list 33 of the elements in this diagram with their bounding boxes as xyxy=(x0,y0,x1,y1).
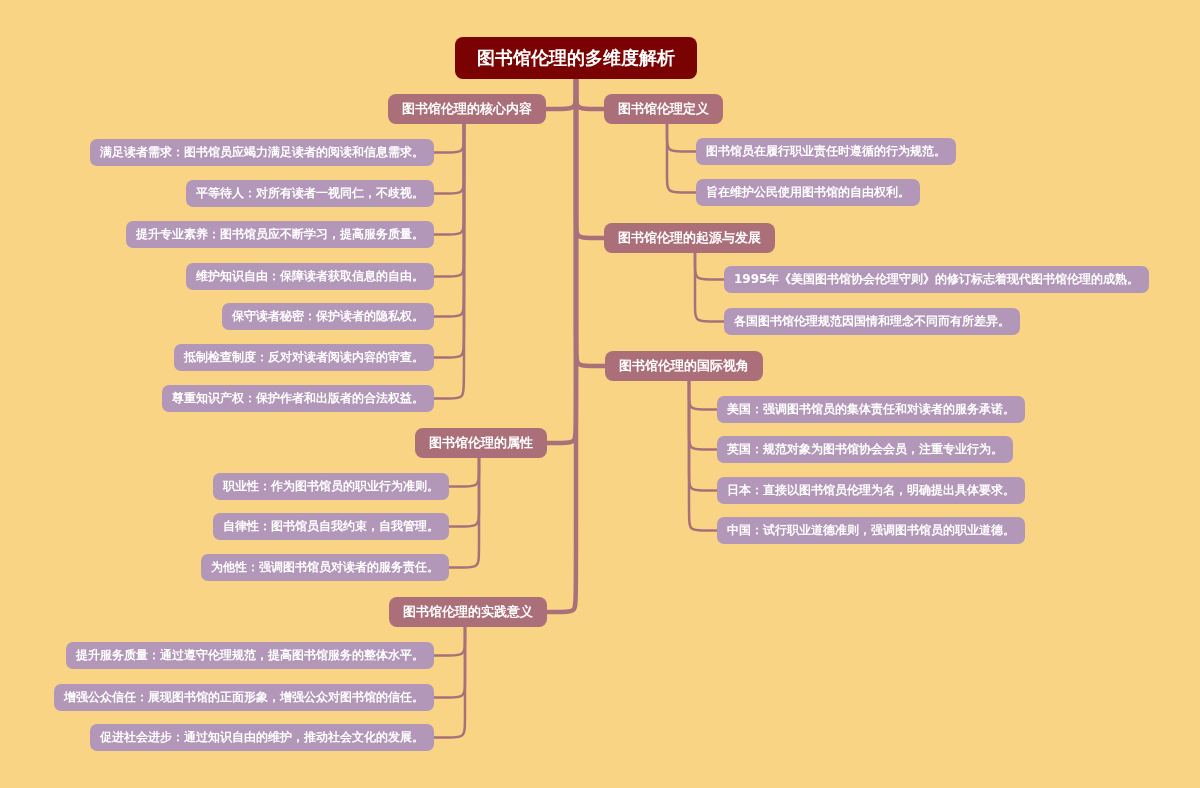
connector-line xyxy=(447,456,481,569)
subtopic: 满足读者需求：图书馆员应竭力满足读者的阅读和信息需求。 xyxy=(90,139,434,166)
subtopic: 各国图书馆伦理规范因国情和理念不同而有所差异。 xyxy=(724,308,1020,335)
subtopic: 抵制检查制度：反对对读者阅读内容的审查。 xyxy=(174,344,434,371)
subtopic: 美国：强调图书馆员的集体责任和对读者的服务承诺。 xyxy=(717,396,1025,423)
subtopic: 自律性：图书馆员自我约束，自我管理。 xyxy=(213,513,449,540)
subtopic: 提升专业素养：图书馆员应不断学习，提高服务质量。 xyxy=(126,221,434,248)
branch-topic: 图书馆伦理的起源与发展 xyxy=(604,223,775,253)
subtopic: 1995年《美国图书馆协会伦理守则》的修订标志着现代图书馆伦理的成熟。 xyxy=(724,266,1150,293)
subtopic: 保守读者秘密：保护读者的隐私权。 xyxy=(222,303,434,330)
subtopic: 尊重知识产权：保护作者和出版者的合法权益。 xyxy=(162,385,434,412)
subtopic: 英国：规范对象为图书馆协会会员，注重专业行为。 xyxy=(717,436,1013,463)
branch-topic: 图书馆伦理的国际视角 xyxy=(605,351,763,381)
connector-line xyxy=(687,379,719,532)
branch-topic: 图书馆伦理定义 xyxy=(604,94,723,124)
subtopic: 职业性：作为图书馆员的职业行为准则。 xyxy=(213,473,449,500)
subtopic: 为他性：强调图书馆员对读者的服务责任。 xyxy=(201,554,449,581)
subtopic: 日本：直接以图书馆员伦理为名，明确提出具体要求。 xyxy=(717,477,1025,504)
subtopic: 维护知识自由：保障读者获取信息的自由。 xyxy=(186,263,434,290)
branch-topic: 图书馆伦理的实践意义 xyxy=(389,597,547,627)
connector-line xyxy=(693,251,726,323)
subtopic: 图书馆员在履行职业责任时遵循的行为规范。 xyxy=(696,138,956,165)
subtopic: 提升服务质量：通过遵守伦理规范，提高图书馆服务的整体水平。 xyxy=(66,642,434,669)
subtopic: 旨在维护公民使用图书馆的自由权利。 xyxy=(696,179,920,206)
branch-topic: 图书馆伦理的属性 xyxy=(415,428,547,458)
subtopic: 平等待人：对所有读者一视同仁，不歧视。 xyxy=(186,180,434,207)
central-topic: 图书馆伦理的多维度解析 xyxy=(455,37,697,79)
branch-topic: 图书馆伦理的核心内容 xyxy=(388,94,546,124)
connector-line xyxy=(432,625,467,739)
connector-line xyxy=(665,122,698,194)
subtopic: 增强公众信任：展现图书馆的正面形象，增强公众对图书馆的信任。 xyxy=(54,684,434,711)
subtopic: 中国：试行职业道德准则，强调图书馆员的职业道德。 xyxy=(717,517,1025,544)
subtopic: 促进社会进步：通过知识自由的维护，推动社会文化的发展。 xyxy=(90,724,434,751)
